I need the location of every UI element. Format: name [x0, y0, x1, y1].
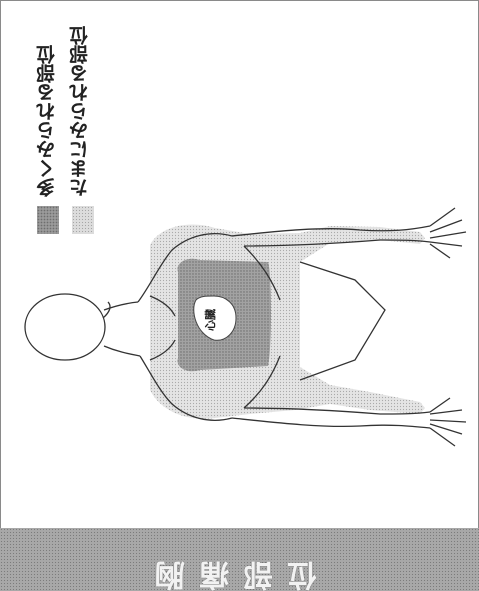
- legend-swatch-common: [37, 206, 59, 234]
- heart-label: 心臓: [203, 309, 217, 331]
- legend-label-rare: たまにみられる部位: [67, 20, 93, 197]
- legend-swatch-rare: [72, 206, 94, 234]
- diagram-title: 胸痛部位: [160, 528, 320, 591]
- legend-label-common: 多くみられる部位: [34, 34, 60, 197]
